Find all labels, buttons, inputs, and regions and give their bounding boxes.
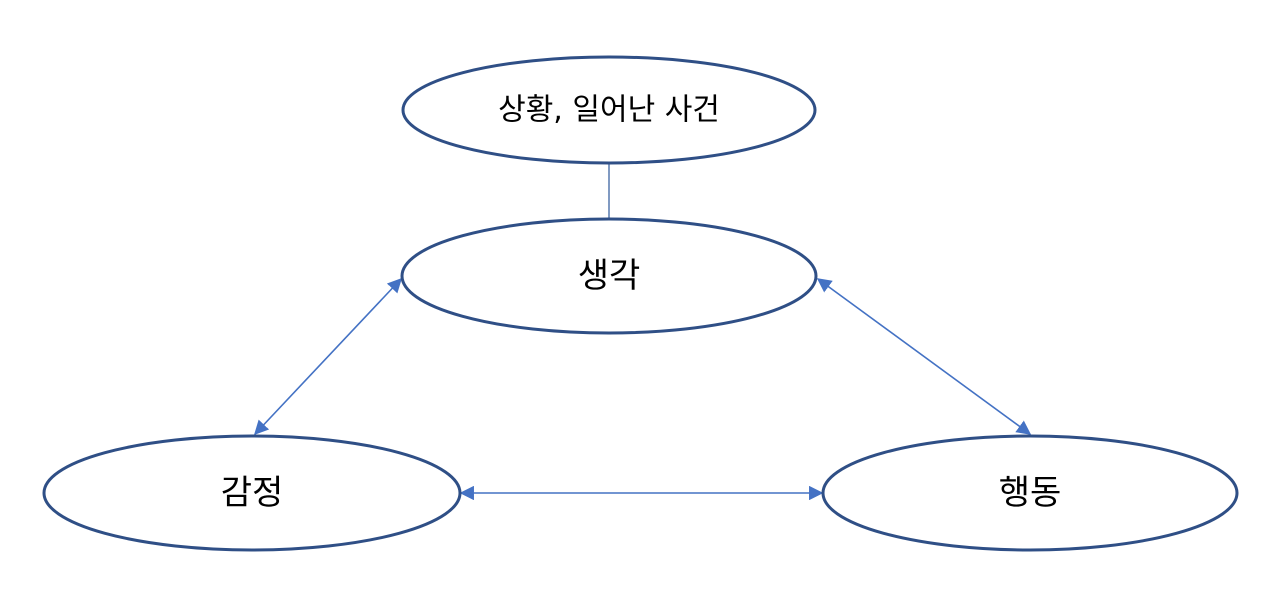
node-thought-shape <box>400 217 818 335</box>
node-situation: 상황, 일어난 사건 <box>401 55 817 165</box>
node-emotion: 감정 <box>42 434 462 552</box>
node-situation-shape <box>401 55 817 165</box>
node-thought-label: 생각 <box>578 256 641 296</box>
node-thought: 생각 <box>400 217 818 335</box>
arrow-thought-behavior <box>816 278 1032 435</box>
node-behavior-shape <box>821 434 1239 552</box>
node-situation-label: 상황, 일어난 사건 <box>498 93 720 128</box>
node-emotion-label: 감정 <box>221 473 284 513</box>
node-behavior: 행동 <box>821 434 1239 552</box>
node-behavior-label: 행동 <box>999 473 1062 513</box>
arrow-thought-emotion <box>254 277 402 436</box>
node-emotion-shape <box>42 434 462 552</box>
